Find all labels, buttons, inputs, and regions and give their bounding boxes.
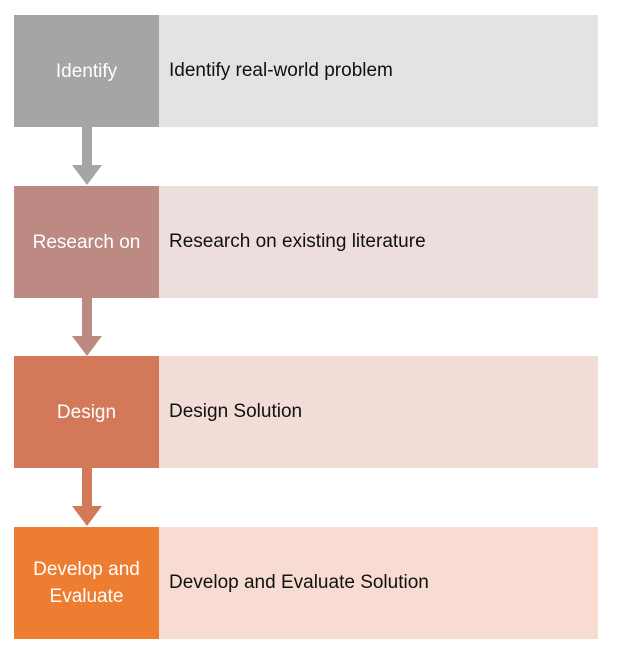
process-step-develop: Develop and Evaluate Develop and Evaluat… xyxy=(14,527,598,639)
step-label-design: Design xyxy=(14,356,159,468)
step-label-develop: Develop and Evaluate xyxy=(14,527,159,639)
arrow-shaft xyxy=(82,298,92,338)
process-step-design: Design Design Solution xyxy=(14,356,598,468)
arrow-down-icon xyxy=(72,127,102,185)
arrow-shaft xyxy=(82,468,92,508)
step-description-identify: Identify real-world problem xyxy=(159,15,598,127)
arrow-down-icon xyxy=(72,298,102,356)
arrow-shaft xyxy=(82,127,92,167)
arrow-head xyxy=(72,506,102,526)
step-label-research: Research on xyxy=(14,186,159,298)
step-description-develop: Develop and Evaluate Solution xyxy=(159,527,598,639)
step-description-design: Design Solution xyxy=(159,356,598,468)
arrow-head xyxy=(72,336,102,356)
step-description-research: Research on existing literature xyxy=(159,186,598,298)
process-step-identify: Identify Identify real-world problem xyxy=(14,15,598,127)
step-label-identify: Identify xyxy=(14,15,159,127)
arrow-head xyxy=(72,165,102,185)
process-step-research: Research on Research on existing literat… xyxy=(14,186,598,298)
arrow-down-icon xyxy=(72,468,102,526)
